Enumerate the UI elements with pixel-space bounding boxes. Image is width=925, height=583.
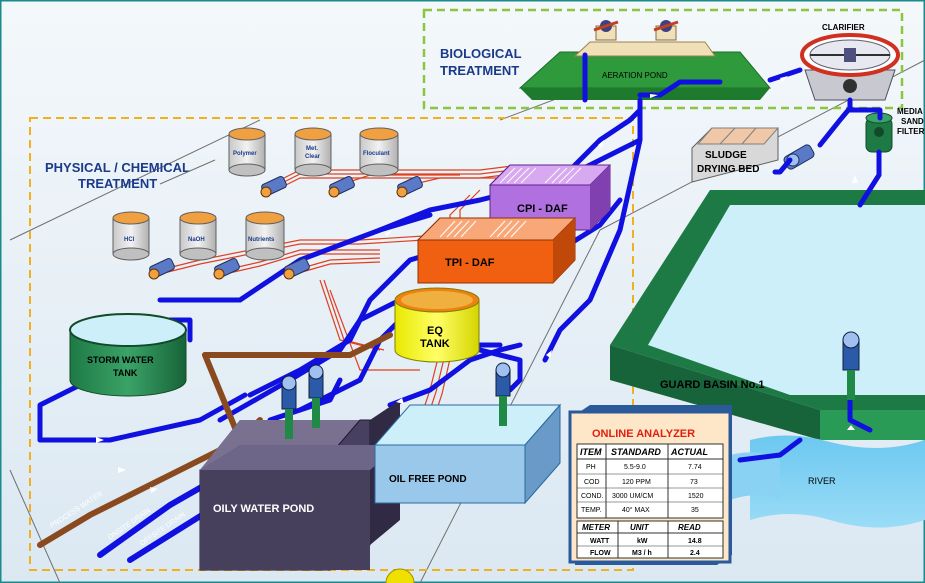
river-label: RIVER xyxy=(808,476,836,486)
filter-label-3: FILTER xyxy=(897,127,925,136)
flow-arrows xyxy=(96,76,858,493)
storm-label-2: TANK xyxy=(113,368,138,378)
pump-naoh-icon xyxy=(213,257,240,280)
met-clear-label-2: Clear xyxy=(305,154,321,160)
analyzer-row-cond-actual: 1520 xyxy=(688,493,704,500)
analyzer-row-cond-item: COND. xyxy=(581,493,604,500)
oil-free-pond-label: OIL FREE POND xyxy=(389,474,467,485)
meter-row-watt-meter: WATT xyxy=(590,538,610,545)
tank-nutrients: Nutrients xyxy=(245,211,285,261)
filter-label-2: SAND xyxy=(901,117,924,126)
pump-oil-free-icon xyxy=(495,362,511,426)
analyzer-row-ph-actual: 7.74 xyxy=(688,464,702,471)
biological-label-1: BIOLOGICAL xyxy=(440,46,522,61)
analyzer-row-cod-standard: 120 PPM xyxy=(622,479,651,486)
physical-label-1: PHYSICAL / CHEMICAL xyxy=(45,160,190,175)
polymer-label: Polymer xyxy=(233,151,257,157)
analyzer-row-temp-item: TEMP. xyxy=(581,507,602,514)
tpi-daf-label: TPI - DAF xyxy=(445,257,495,269)
storm-water-tank: STORM WATER TANK xyxy=(69,313,187,397)
meter-header-unit: UNIT xyxy=(630,523,650,532)
biological-label-2: TREATMENT xyxy=(440,63,519,78)
cpi-daf-unit: CPI - DAF xyxy=(488,164,612,231)
filter-label-1: MEDIA xyxy=(897,107,923,116)
submersible-pumps xyxy=(281,331,860,439)
sludge-label-1: SLUDGE xyxy=(705,150,747,161)
pump-polymer-icon xyxy=(260,175,287,198)
naoh-label: NaOH xyxy=(188,237,205,243)
physical-label-2: TREATMENT xyxy=(78,176,157,191)
analyzer-row-cod-actual: 73 xyxy=(690,479,698,486)
analyzer-row-ph-item: PH xyxy=(586,464,596,471)
online-analyzer-panel: ONLINE ANALYZER ITEM STANDARD ACTUAL PH … xyxy=(568,405,732,565)
analyzer-row-temp-standard: 40° MAX xyxy=(622,506,650,514)
aeration-pond-label: AERATION POND xyxy=(602,71,668,80)
chemical-tanks: Polymer Met. Clear Floculant HCl NaOH xyxy=(112,127,399,261)
guard-basin-label: GUARD BASIN No.1 xyxy=(660,379,765,391)
tank-polymer: Polymer xyxy=(228,127,266,177)
tank-met-clear: Met. Clear xyxy=(294,127,332,177)
nutrients-label: Nutrients xyxy=(248,237,275,243)
eq-tank: EQ TANK xyxy=(394,287,480,363)
sludge-label-2: DRYING BED xyxy=(697,164,759,175)
meter-row-watt-unit: kW xyxy=(637,538,648,545)
meter-row-flow-read: 2.4 xyxy=(690,550,700,557)
meter-row-flow-unit: M3 / h xyxy=(632,550,652,557)
tank-hcl: HCl xyxy=(112,211,150,261)
clarifier: CLARIFIER xyxy=(800,23,900,101)
oil-free-pond: OIL FREE POND xyxy=(373,403,562,505)
eq-label-1: EQ xyxy=(427,325,443,337)
analyzer-title: ONLINE ANALYZER xyxy=(592,428,695,440)
meter-header-meter: METER xyxy=(582,523,610,532)
tank-naoh: NaOH xyxy=(179,211,217,261)
tpi-daf-unit: TPI - DAF xyxy=(416,217,577,284)
storm-label-1: STORM WATER xyxy=(87,355,154,365)
river: RIVER xyxy=(730,435,925,528)
analyzer-header-item: ITEM xyxy=(580,447,602,457)
analyzer-header-standard: STANDARD xyxy=(611,447,661,457)
physical-label-line xyxy=(159,159,216,185)
hcl-label: HCl xyxy=(124,237,135,243)
pump-oily-1-icon xyxy=(281,375,297,439)
oily-water-pond: OILY WATER POND xyxy=(199,400,400,571)
tank-floculant: Floculant xyxy=(359,127,399,177)
pump-nutrients-icon xyxy=(283,257,310,280)
eq-label-2: TANK xyxy=(420,338,450,350)
meter-row-watt-read: 14.8 xyxy=(688,538,702,545)
analyzer-row-ph-standard: 5.5-9.0 xyxy=(624,464,646,471)
clarifier-label: CLARIFIER xyxy=(822,23,865,32)
cpi-daf-label: CPI - DAF xyxy=(517,203,568,215)
sludge-drying-bed: SLUDGE DRYING BED xyxy=(691,127,780,183)
met-clear-label-1: Met. xyxy=(306,146,318,152)
analyzer-header-actual: ACTUAL xyxy=(670,447,708,457)
meter-header-read: READ xyxy=(678,523,701,532)
biological-zone-border xyxy=(422,8,904,110)
pump-hcl-icon xyxy=(148,257,175,280)
meter-row-flow-meter: FLOW xyxy=(590,550,611,557)
pump-guard-basin-icon xyxy=(842,331,860,400)
analyzer-row-cond-standard: 3000 UM/CM xyxy=(612,493,653,500)
analyzer-row-temp-actual: 35 xyxy=(691,507,699,514)
oily-water-pond-label: OILY WATER POND xyxy=(213,503,314,515)
floculant-label: Floculant xyxy=(363,151,390,157)
pump-oily-2-icon xyxy=(308,364,324,428)
pump-met-clear-icon xyxy=(328,175,355,198)
yellow-indicator-icon xyxy=(385,568,415,583)
analyzer-row-cod-item: COD xyxy=(584,479,600,486)
pump-floculant-icon xyxy=(396,175,423,198)
dosing-pumps xyxy=(148,175,423,280)
